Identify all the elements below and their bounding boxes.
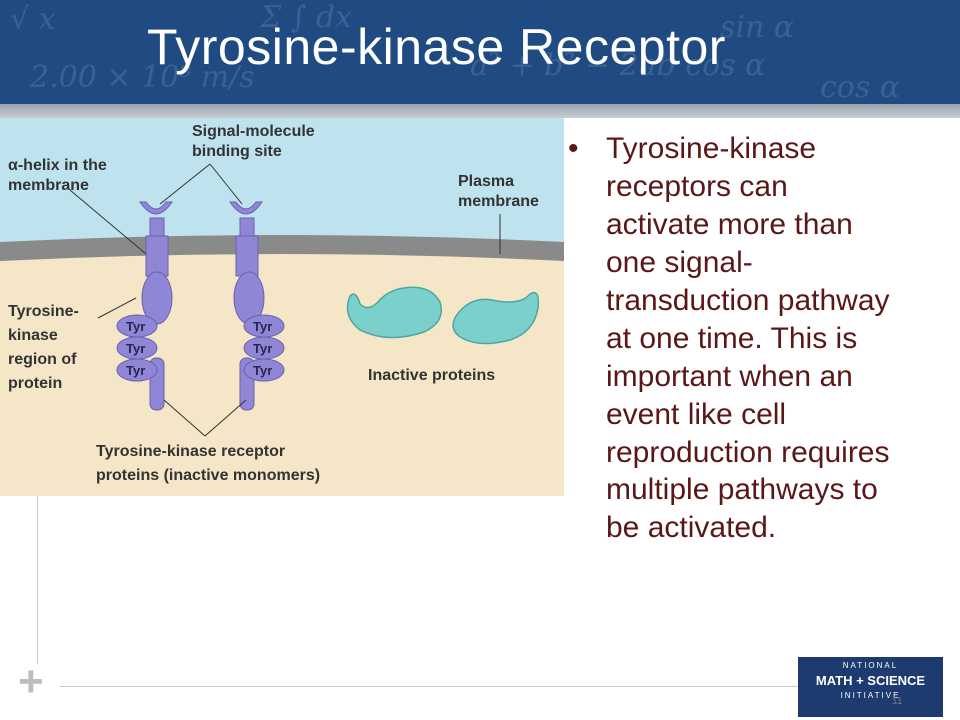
receptor-stalk (149, 217, 165, 239)
plasma-membrane-shape (0, 235, 564, 261)
leader-lines (69, 163, 501, 437)
decorative-vertical-line (37, 496, 38, 664)
plus-icon: + (18, 657, 44, 706)
logo-line-2: MATH + SCIENCE (815, 673, 926, 688)
tyr-label: Tyr (253, 363, 272, 378)
receptor-diagram: Tyr Tyr Tyr Tyr Tyr Tyr (0, 118, 564, 496)
bullet-dot: • (568, 132, 579, 165)
page-number: 11 (892, 696, 903, 707)
tyr-label: Tyr (126, 319, 145, 334)
equation-watermark: √ x Σ ∫ dx a² + b² − 2ab cos α 2.00 × 10… (10, 0, 901, 104)
bullet-point: • Tyrosine-kinase receptors can activate… (568, 130, 898, 547)
title-bar: √ x Σ ∫ dx a² + b² − 2ab cos α 2.00 × 10… (0, 0, 960, 104)
label-plasma-membrane: Plasma membrane (458, 173, 539, 210)
bullet-text: Tyrosine-kinase receptors can activate m… (606, 132, 890, 545)
extracellular-region (0, 118, 564, 242)
tyr-label: Tyr (126, 341, 145, 356)
inactive-protein-2 (452, 291, 540, 345)
label-alpha-helix: α-helix in the membrane (8, 157, 111, 194)
receptor-stalk (239, 217, 255, 239)
title-underline-band (0, 104, 960, 118)
binding-cup (229, 201, 263, 215)
label-inactive-proteins: Inactive proteins (368, 367, 495, 384)
label-binding-site: Signal-molecule binding site (192, 123, 319, 160)
tyr-site-3 (243, 358, 285, 382)
tyr-site-3 (116, 358, 158, 382)
inactive-protein-1 (346, 286, 442, 339)
logo-line-3: INITIATIVE (840, 691, 901, 700)
alpha-helix-segment (235, 235, 259, 277)
tyr-label: Tyr (253, 341, 272, 356)
tyr-label: Tyr (253, 319, 272, 334)
tyr-label: Tyr (126, 363, 145, 378)
receptor-diagram-svg: Tyr Tyr Tyr Tyr Tyr Tyr (0, 118, 564, 496)
label-tk-region: Tyrosine- kinase region of protein (8, 303, 83, 392)
decorative-horizontal-line (60, 686, 800, 687)
logo-line-1: NATIONAL (842, 661, 899, 670)
receptor-monomer-1: Tyr Tyr Tyr (116, 201, 173, 411)
binding-cup (139, 201, 173, 215)
slide-title: Tyrosine-kinase Receptor (147, 19, 726, 75)
receptor-monomer-2: Tyr Tyr Tyr (229, 201, 285, 411)
label-receptor-proteins: Tyrosine-kinase receptor proteins (inact… (96, 443, 320, 484)
alpha-helix-segment (145, 235, 169, 277)
nms-logo: NATIONAL MATH + SCIENCE INITIATIVE (798, 657, 943, 717)
